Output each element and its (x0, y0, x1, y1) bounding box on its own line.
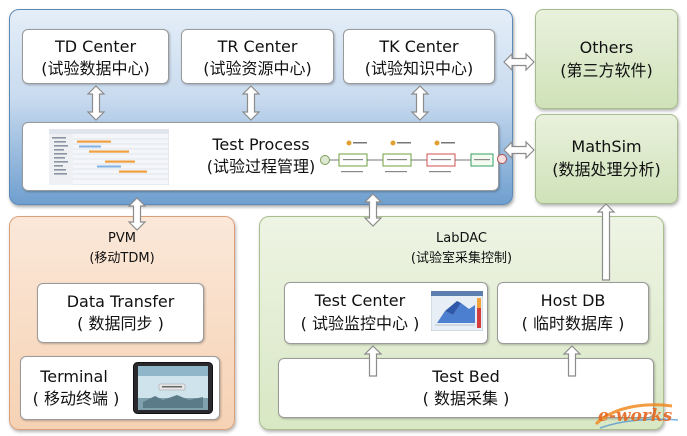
mathsim-subtitle: (数据处理分析) (552, 160, 661, 179)
host-db-subtitle: ( 临时数据库 ) (521, 314, 625, 333)
pvm-subtitle: (移动TDM) (89, 251, 155, 266)
others-subtitle: (第三方软件) (560, 61, 653, 80)
data-transfer-box: Data Transfer ( 数据同步 ) (37, 283, 204, 343)
test-process-title: Test Process (212, 135, 310, 154)
mathsim-box: MathSim (数据处理分析) (535, 114, 678, 204)
data-transfer-subtitle: ( 数据同步 ) (77, 314, 164, 333)
labdac-subtitle: (试验室采集控制) (410, 251, 513, 266)
test-bed-title: Test Bed (432, 367, 500, 386)
arrow-tk-process (410, 85, 430, 121)
tr-center-subtitle: (试验资源中心) (203, 59, 312, 78)
test-process-box: Test Process (试验过程管理) (22, 122, 507, 191)
labdac-title: LabDAC (436, 231, 487, 246)
arrow-testbed-hostdb (562, 345, 582, 377)
arrow-platform-others (503, 52, 535, 72)
monitoring-chart-image (431, 291, 483, 331)
tk-center-title: TK Center (379, 37, 459, 56)
tr-center-title: TR Center (217, 37, 298, 56)
test-bed-subtitle: ( 数据采集 ) (422, 389, 510, 408)
arrow-hostdb-mathsim (596, 203, 616, 281)
test-center-title: Test Center (314, 291, 406, 310)
test-bed-box: Test Bed ( 数据采集 ) (278, 358, 654, 418)
watermark-text: e-works (598, 406, 673, 426)
others-box: Others (第三方软件) (535, 9, 678, 109)
mathsim-title: MathSim (571, 137, 642, 156)
arrow-platform-mathsim (503, 140, 535, 160)
arrow-td-process (86, 85, 106, 121)
tr-center-box: TR Center (试验资源中心) (181, 29, 334, 84)
pvm-title: PVM (108, 231, 136, 246)
data-transfer-title: Data Transfer (66, 292, 175, 311)
workflow-end-icon (497, 154, 507, 164)
arrow-tr-process (241, 85, 261, 121)
test-center-box: Test Center ( 试验监控中心 ) (284, 282, 488, 344)
eworks-swoosh-icon (594, 403, 679, 429)
workflow-diagram-thumbnail (320, 140, 494, 173)
host-db-box: Host DB ( 临时数据库 ) (497, 282, 649, 344)
tk-center-box: TK Center (试验知识中心) (343, 29, 495, 84)
tablet-device-image (133, 362, 213, 414)
others-title: Others (579, 38, 634, 57)
td-center-box: TD Center (试验数据中心) (22, 29, 169, 84)
eworks-logo: e-works (592, 398, 682, 430)
td-center-title: TD Center (54, 37, 137, 56)
terminal-box: Terminal ( 移动终端 ) (20, 356, 220, 420)
test-center-subtitle: ( 试验监控中心 ) (300, 314, 420, 333)
arrow-testbed-testcenter (363, 345, 383, 377)
terminal-title: Terminal (40, 367, 108, 386)
test-process-subtitle: (试验过程管理) (206, 157, 316, 176)
process-table-thumbnail (49, 129, 169, 185)
tk-center-subtitle: (试验知识中心) (364, 59, 474, 78)
td-center-subtitle: (试验数据中心) (41, 59, 150, 78)
terminal-subtitle: ( 移动终端 ) (32, 389, 120, 408)
arrow-platform-pvm (127, 197, 147, 231)
host-db-title: Host DB (540, 291, 606, 310)
arrow-platform-labdac (363, 193, 383, 227)
